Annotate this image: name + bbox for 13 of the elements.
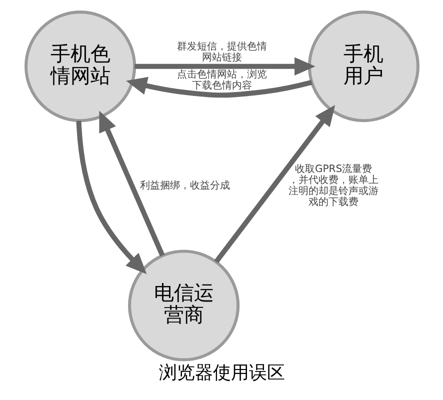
edge-label: 点击色情网站，浏览下载色情内容 bbox=[176, 69, 266, 92]
edge-label: 利益捆绑，收益分成 bbox=[139, 180, 230, 192]
arrow bbox=[98, 110, 164, 256]
arrow bbox=[134, 57, 315, 76]
arrow bbox=[126, 76, 312, 98]
edge-label: 群发短信，提供色情网站链接 bbox=[176, 41, 266, 64]
arrow bbox=[214, 105, 335, 264]
node-circle: 手机色情网站 bbox=[24, 10, 136, 122]
edge-label: 收取GPRS流量费，并代收费，账单上注明的却是铃声或游戏的下载费 bbox=[288, 164, 378, 208]
node-circle: 电信运营商 bbox=[128, 250, 240, 362]
arrow bbox=[76, 120, 146, 274]
node-circle: 手机用户 bbox=[307, 10, 419, 122]
caption: 浏览器使用误区 bbox=[158, 362, 284, 384]
